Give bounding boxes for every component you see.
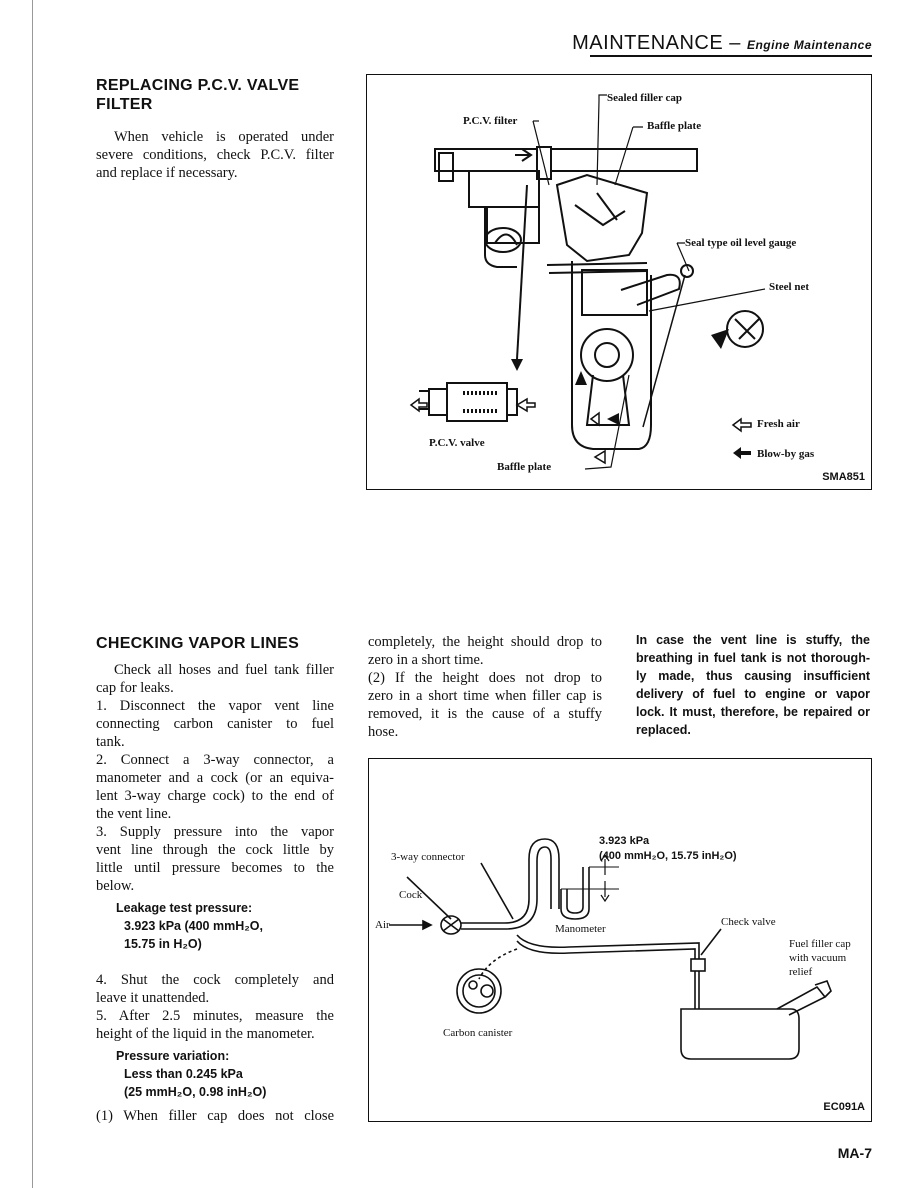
section-heading-pcv: REPLACING P.C.V. VALVE FILTER — [96, 77, 300, 113]
label-3way-connector: 3-way connector — [391, 851, 465, 863]
figure2-code: EC091A — [823, 1101, 865, 1113]
vapor-col1: Check all hoses and fuel tank filler cap… — [96, 662, 334, 1124]
label-steel-net: Steel net — [769, 281, 810, 293]
header-dash: – — [723, 32, 747, 54]
label-baffle-plate-top: Baffle plate — [647, 120, 702, 132]
section-heading-vapor: CHECKING VAPOR LINES — [96, 635, 300, 652]
page-header: MAINTENANCE – Engine Maintenance — [572, 32, 872, 55]
label-pcv-filter: P.C.V. filter — [463, 115, 518, 127]
label-baffle-plate-bottom: Baffle plate — [497, 461, 552, 473]
pcv-body: When vehicle is operated under severe co… — [96, 129, 334, 181]
leakage-test-block: Leakage test pressure: 3.923 kPa (400 mm… — [116, 901, 263, 951]
header-title: MAINTENANCE — [572, 32, 724, 54]
legend-blow-by-gas: Blow-by gas — [757, 448, 815, 460]
figure-pcv-system: Sealed filler cap P.C.V. filter Baffle p… — [366, 74, 872, 490]
header-subtitle: Engine Maintenance — [746, 38, 872, 52]
label-sealed-filler-cap: Sealed filler cap — [607, 92, 682, 104]
label-pressure-units: (400 mmH₂O, 15.75 inH₂O) — [599, 850, 737, 862]
vapor-col3: In case the vent line is stuffy, the bre… — [636, 633, 870, 737]
figure1-code: SMA851 — [822, 471, 865, 483]
label-air: Air — [375, 919, 390, 931]
legend-fresh-air: Fresh air — [757, 418, 800, 430]
vapor-col2: completely, the height should drop to ze… — [368, 634, 602, 740]
binding-edge-line — [32, 0, 33, 1188]
label-manometer: Manometer — [555, 923, 606, 935]
label-carbon-canister: Carbon canister — [443, 1027, 513, 1039]
label-pressure-value: 3.923 kPa — [599, 835, 650, 847]
label-seal-type-oil-gauge: Seal type oil level gauge — [685, 237, 797, 249]
label-pcv-valve: P.C.V. valve — [429, 437, 485, 449]
section-pcv-filter: REPLACING P.C.V. VALVE FILTER When vehic… — [96, 76, 346, 182]
page-number: MA-7 — [837, 1145, 872, 1161]
vapor-test-diagram — [389, 838, 832, 1060]
label-cock: Cock — [399, 889, 423, 901]
label-fuel-cap-2: with vacuum — [789, 952, 847, 964]
section-vapor-lines: CHECKING VAPOR LINES Check all hoses and… — [96, 634, 334, 1125]
label-fuel-cap-1: Fuel filler cap — [789, 938, 851, 950]
pcv-diagram — [409, 94, 766, 470]
label-fuel-cap-3: relief — [789, 966, 813, 978]
header-rule — [590, 55, 872, 57]
pressure-variation-block: Pressure variation: Less than 0.245 kPa … — [116, 1049, 267, 1099]
figure-vapor-test: 3.923 kPa (400 mmH₂O, 15.75 inH₂O) 3-way… — [368, 758, 872, 1122]
label-check-valve: Check valve — [721, 916, 776, 928]
